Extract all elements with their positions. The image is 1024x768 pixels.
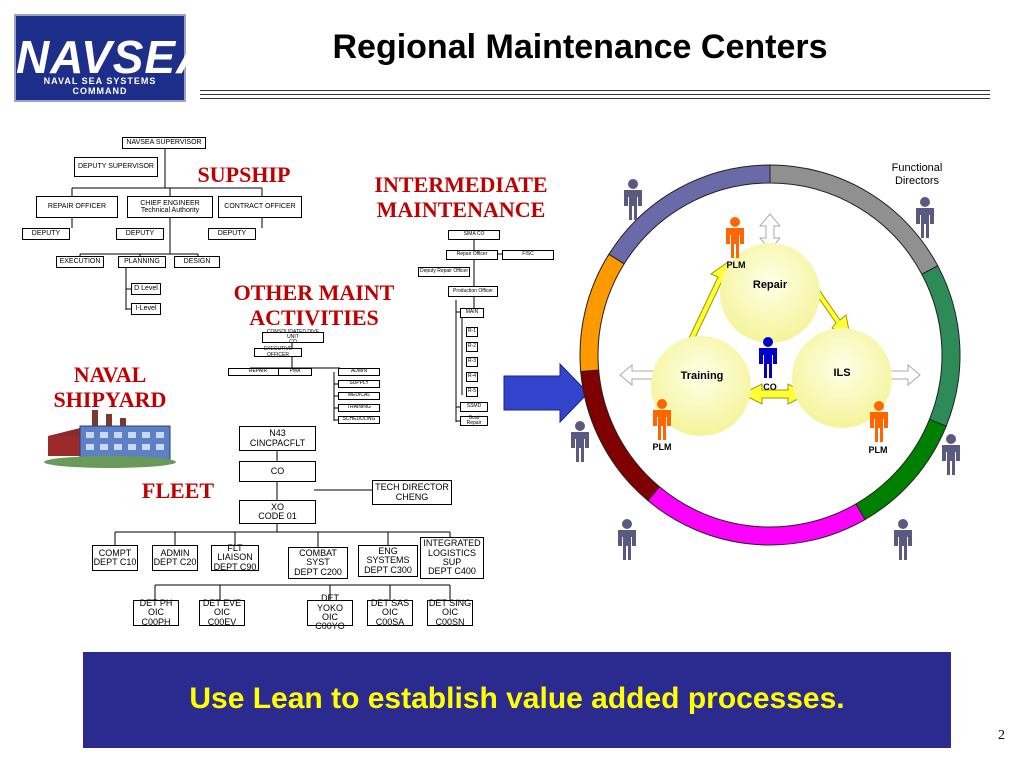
admin-dept-box: ADMIN DEPT C20 xyxy=(152,545,198,571)
sima-co-box: SIMA CO xyxy=(448,230,500,240)
d-level-box: D Level xyxy=(131,283,161,295)
deputy-box-1: DEPUTY xyxy=(22,228,70,240)
rmc-wheel-diagram xyxy=(579,164,961,546)
flt-liaison-dept-box: FLT LIAISON DEPT C90 xyxy=(211,543,259,571)
plm-label-top: PLM xyxy=(726,260,746,270)
consolidated-dive-unit-box: CONSOLIDATED DIVE UNIT CO xyxy=(262,329,324,345)
deputy-box-3: DEPUTY xyxy=(208,228,256,240)
wheel-ring xyxy=(579,164,961,546)
det-yoko-box: DET YOKO OIC C00YO xyxy=(307,593,353,631)
co-label: CO xyxy=(763,382,777,392)
page-number: 2 xyxy=(998,728,1005,743)
training-circle xyxy=(651,336,751,436)
fisc-box: FISC xyxy=(502,250,554,260)
plm-label-right: PLM xyxy=(868,445,888,455)
navsea-supervisor-box: NAVSEA SUPERVISOR xyxy=(122,137,206,149)
supply-box: SUPPLY xyxy=(338,380,380,388)
compt-dept-box: COMPT DEPT C10 xyxy=(92,545,138,571)
banner-text: Use Lean to establish value added proces… xyxy=(189,682,845,715)
design-box: DESIGN xyxy=(174,256,220,268)
r3-box: R-3 xyxy=(466,357,478,367)
r1-box: R-1 xyxy=(466,327,478,337)
r4-box: R-4 xyxy=(466,372,478,382)
det-ph-box: DET PH OIC C00PH xyxy=(133,598,179,626)
deputy-box-2: DEPUTY xyxy=(116,228,164,240)
training-box: TRAINING xyxy=(338,404,380,412)
execution-box: EXECUTION xyxy=(56,256,104,268)
i-level-box: I-Level xyxy=(131,303,161,315)
ima-repair-officer-box: Repair Officer xyxy=(446,250,498,260)
shipyard-icon xyxy=(44,410,176,468)
lean-banner: Use Lean to establish value added proces… xyxy=(83,652,951,748)
xo-box: XO CODE 01 xyxy=(239,500,316,524)
production-officer-box: Production Officer xyxy=(448,286,498,297)
deputy-repair-officer-box: Deputy Repair Officer xyxy=(418,267,470,277)
wheel-segment-1 xyxy=(608,164,771,265)
training-label: Training xyxy=(680,370,724,382)
combat-syst-dept-box: COMBAT SYST DEPT C200 xyxy=(288,547,348,579)
wheel-segment-3 xyxy=(921,265,961,427)
intermediate-maintenance-label: INTERMEDIATE MAINTENANCE xyxy=(374,172,548,223)
title-rule-3 xyxy=(200,98,990,99)
functional-directors-label: Functional Directors xyxy=(891,162,943,188)
plm-label-left: PLM xyxy=(652,442,672,452)
pma-box: PMA xyxy=(278,368,312,376)
navsea-logo: NAVSEA NAVAL SEA SYSTEMS COMMAND xyxy=(14,14,211,102)
executive-officer-box: EXECUTIVE OFFICER xyxy=(254,347,302,357)
ils-label: ILS xyxy=(833,367,851,379)
other-maint-activities-label: OTHER MAINT ACTIVITIES xyxy=(233,280,395,331)
scheduling-box: SCHEDULING xyxy=(338,416,380,424)
chief-engineer-box: CHIEF ENGINEER Technical Authority xyxy=(127,196,213,218)
logo-subtitle: NAVAL SEA SYSTEMS COMMAND xyxy=(43,76,157,96)
deputy-supervisor-box: DEPUTY SUPERVISOR xyxy=(74,157,158,177)
tech-director-box: TECH DIRECTOR CHENG xyxy=(372,480,452,505)
logo-text: NAVSEA xyxy=(16,31,211,83)
repair-circle xyxy=(720,243,820,343)
naval-shipyard-label: NAVAL SHIPYARD xyxy=(53,362,167,413)
wheel-segment-4 xyxy=(855,418,947,521)
det-sing-box: DET SING OIC C00SN xyxy=(427,597,473,627)
technical-authority-label: Technical Authority xyxy=(140,207,200,214)
wheel-segment-5 xyxy=(647,486,866,546)
repair-label: Repair xyxy=(752,279,788,291)
medical-box: MEDICAL xyxy=(338,392,380,400)
det-eve-box: DET EVE OIC C00EV xyxy=(199,598,245,626)
det-sas-box: DET SAS OIC C00SA xyxy=(367,598,413,626)
eng-systems-dept-box: ENG SYSTEMS DEPT C300 xyxy=(358,545,418,577)
contract-officer-box: CONTRACT OFFICER xyxy=(218,196,302,218)
integrated-logistics-dept-box: INTEGRATED LOGISTICS SUP DEPT C400 xyxy=(420,537,484,579)
admin-box: ADMIN xyxy=(338,368,380,376)
n43-cincpacflt-box: N43 CINCPACFLT xyxy=(239,426,316,451)
r2-box: R-2 xyxy=(466,342,478,352)
boat-repair-box: Boat Repair xyxy=(460,415,488,426)
blue-arrow-icon xyxy=(503,362,589,424)
chief-engineer-label: CHIEF ENGINEER xyxy=(140,199,200,207)
title-rule-2 xyxy=(200,94,990,95)
page-title: Regional Maintenance Centers xyxy=(332,28,828,66)
main-box: MAIN xyxy=(460,308,484,318)
wheel-segment-6 xyxy=(580,369,661,502)
r5-box: R-5 xyxy=(466,387,478,397)
wheel-segment-7 xyxy=(579,253,625,373)
fleet-label: FLEET xyxy=(141,478,215,503)
supship-label: SUPSHIP xyxy=(197,162,291,187)
planning-box: PLANNING xyxy=(118,256,166,268)
ils-circle xyxy=(792,328,892,428)
title-rule-1 xyxy=(200,90,990,91)
fleet-co-box: CO xyxy=(239,461,316,482)
ssmd-box: SSMD xyxy=(460,402,488,412)
repair-officer-box: REPAIR OFFICER xyxy=(36,196,118,218)
